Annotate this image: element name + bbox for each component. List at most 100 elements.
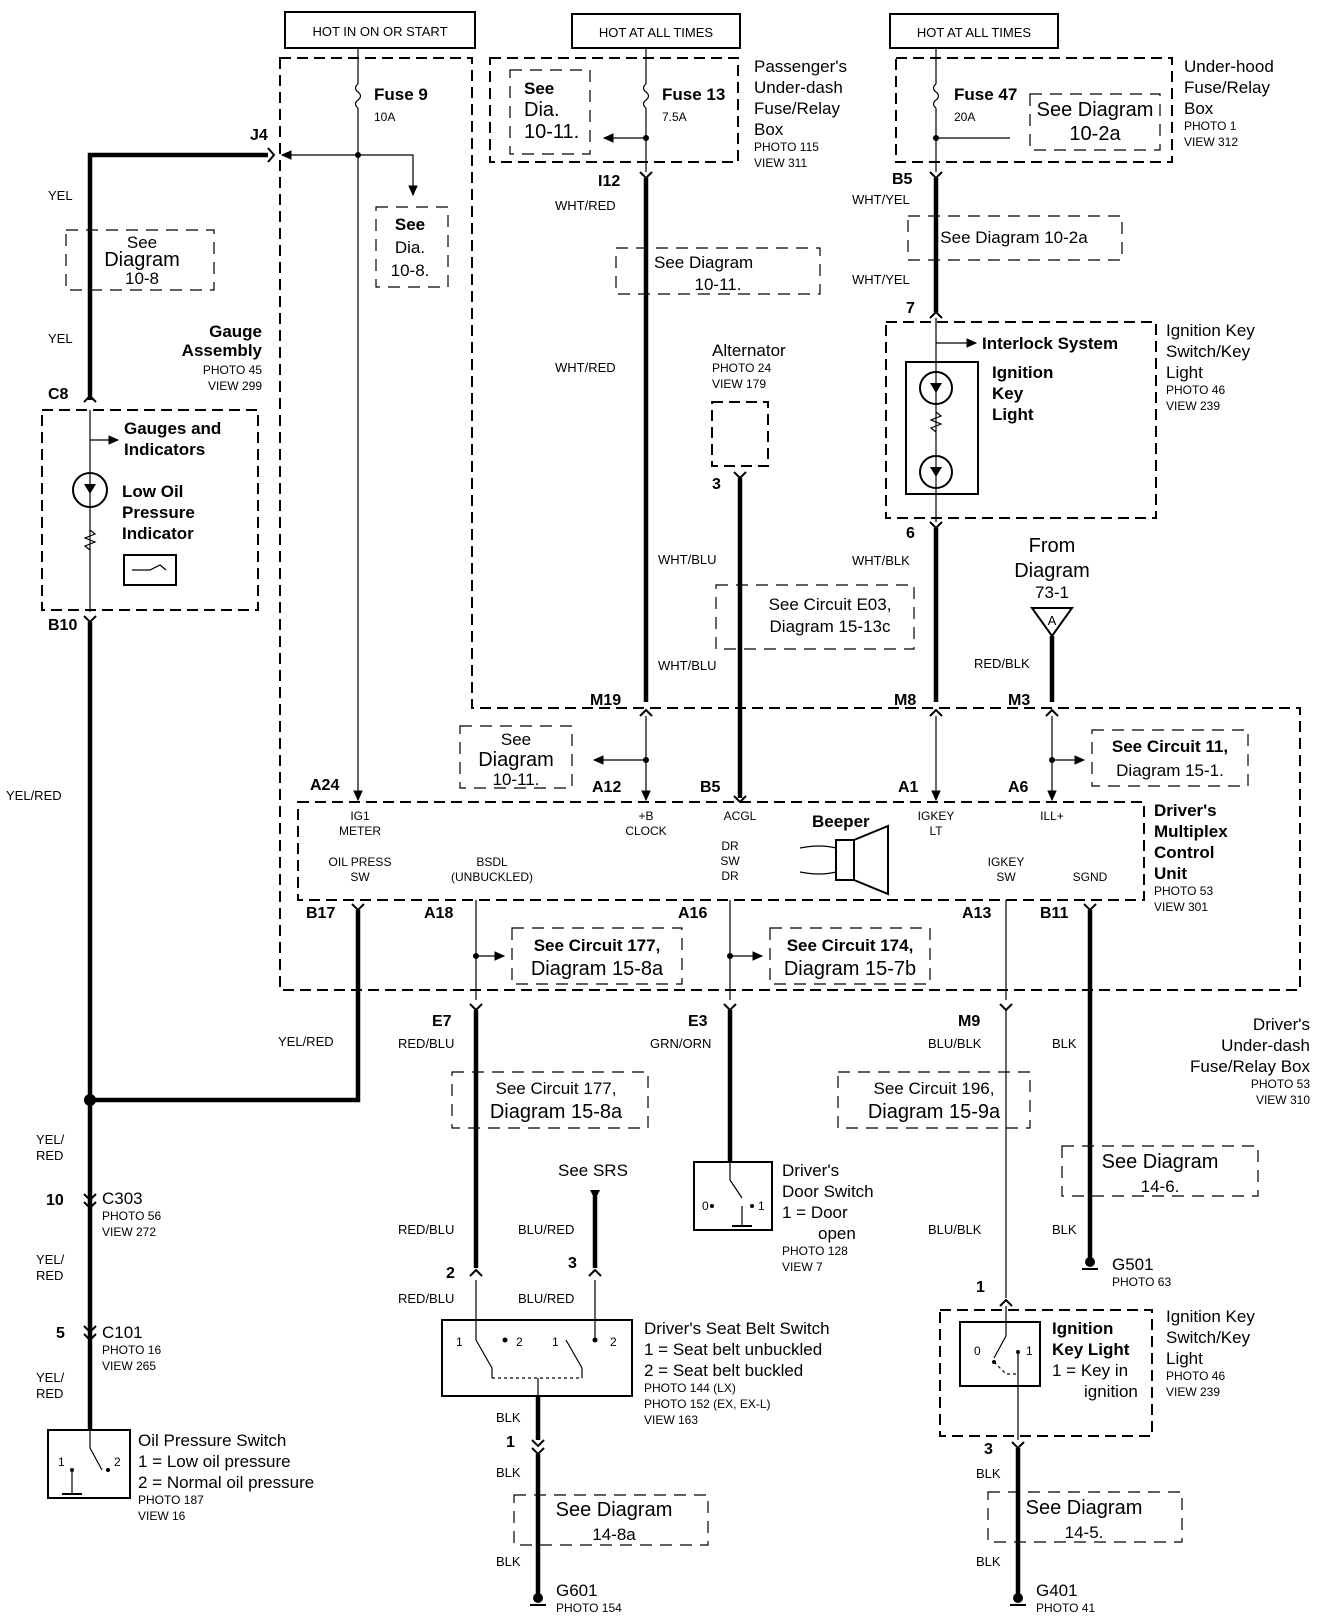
pass-box-label: Fuse/Relay bbox=[754, 99, 840, 118]
see-diagram-14-6: See Diagram 14-6. bbox=[1061, 1145, 1259, 1197]
from-diagram-label: Diagram bbox=[1014, 560, 1090, 582]
wire-label: YEL/ bbox=[36, 1370, 65, 1385]
door-photo: PHOTO 128 bbox=[782, 1244, 848, 1258]
see-diagram-14-8a: See Diagram 14-8a bbox=[513, 1494, 709, 1546]
see-dia-10-8-small: See Dia. 10-8. bbox=[375, 206, 449, 288]
fuse-9-amp: 10A bbox=[374, 110, 395, 124]
svg-text:Diagram 15-7b: Diagram 15-7b bbox=[784, 958, 916, 980]
mcu-terminal: CLOCK bbox=[625, 824, 666, 838]
sb-terminal: 1 bbox=[456, 1335, 463, 1349]
under-hood-fuse-box bbox=[895, 57, 1173, 163]
hot-at-all-times-label-1: HOT AT ALL TIMES bbox=[571, 13, 741, 49]
svg-text:10-8: 10-8 bbox=[125, 269, 159, 288]
gauge-assembly-box bbox=[41, 409, 259, 611]
c101-photo: PHOTO 16 bbox=[102, 1343, 161, 1357]
hot-in-on-start-label: HOT IN ON OR START bbox=[284, 11, 476, 49]
c303-view: VIEW 272 bbox=[102, 1225, 156, 1239]
fuse-13-label: Fuse 13 bbox=[662, 85, 725, 104]
svg-text:14-8a: 14-8a bbox=[592, 1525, 636, 1544]
connector-c101: C101 bbox=[102, 1323, 143, 1342]
gauge-photo: PHOTO 45 bbox=[203, 363, 262, 377]
pin-a1: A1 bbox=[898, 779, 919, 796]
ref-text: See bbox=[524, 79, 554, 98]
see-circuit-e03: See Circuit E03, Diagram 15-13c bbox=[715, 584, 915, 650]
door-label: open bbox=[818, 1224, 856, 1243]
wire-label: YEL/RED bbox=[278, 1034, 334, 1049]
pin-m3: M3 bbox=[1008, 692, 1030, 709]
see-circuit-196: See Circuit 196, Diagram 15-9a bbox=[837, 1071, 1031, 1129]
hot-at-all-times-label-2: HOT AT ALL TIMES bbox=[889, 13, 1059, 49]
mcu-terminal: (UNBUCKLED) bbox=[451, 870, 533, 884]
c303-photo: PHOTO 56 bbox=[102, 1209, 161, 1223]
ground-icon bbox=[1085, 1257, 1095, 1267]
mcu-terminal: METER bbox=[339, 824, 381, 838]
wire-label: BLK bbox=[976, 1466, 1001, 1481]
interlock-label: Interlock System bbox=[982, 334, 1118, 353]
wire-label: BLK bbox=[976, 1554, 1001, 1569]
ign-light-label: Light bbox=[992, 405, 1034, 424]
wire-label: BLK bbox=[1052, 1036, 1077, 1051]
ign-light-label: Key bbox=[992, 384, 1024, 403]
c101-view: VIEW 265 bbox=[102, 1359, 156, 1373]
ign-sw-title: Light bbox=[1166, 1349, 1203, 1368]
see-diagram-14-5: See Diagram 14-5. bbox=[987, 1491, 1183, 1543]
mcu-label: Control bbox=[1154, 843, 1214, 862]
ops-label: Oil Pressure Switch bbox=[138, 1431, 286, 1450]
beeper-label: Beeper bbox=[812, 812, 870, 831]
wire-label: YEL/RED bbox=[6, 788, 62, 803]
alternator-box bbox=[711, 401, 769, 467]
gauges-label: Gauges and bbox=[124, 419, 221, 438]
wire-yel bbox=[87, 152, 268, 400]
led-icon bbox=[919, 455, 953, 489]
mcu-terminal: IGKEY bbox=[988, 855, 1025, 869]
svg-text:See Circuit 11,: See Circuit 11, bbox=[1112, 737, 1228, 756]
splice-point bbox=[84, 1094, 96, 1106]
see-diagram-10-2a: See Diagram 10-2a bbox=[907, 215, 1123, 261]
low-oil-label: Pressure bbox=[122, 503, 195, 522]
pin-a24: A24 bbox=[310, 777, 339, 794]
pass-box-label: Passenger's bbox=[754, 57, 847, 76]
drv-box-label: Fuse/Relay Box bbox=[1190, 1057, 1310, 1076]
connector-flag-icon bbox=[1030, 607, 1074, 638]
see-circuit-174: See Circuit 174, Diagram 15-7b bbox=[769, 927, 931, 985]
ignition-switch-inner bbox=[959, 1321, 1041, 1387]
mcu-label: Unit bbox=[1154, 864, 1187, 883]
pin-a6: A6 bbox=[1008, 779, 1029, 796]
ign-sw-label: Key Light bbox=[1052, 1340, 1130, 1359]
ops-terminal: 1 bbox=[58, 1455, 65, 1469]
wire-label: BLK bbox=[496, 1554, 521, 1569]
mcu-terminal: IG1 bbox=[350, 809, 370, 823]
svg-text:See: See bbox=[395, 215, 425, 234]
pin-a18: A18 bbox=[424, 905, 453, 922]
alternator-photo: PHOTO 24 bbox=[712, 361, 771, 375]
see-dia-10-11-box bbox=[509, 69, 591, 155]
ign-light-title: Light bbox=[1166, 363, 1203, 382]
fuse-47-icon bbox=[932, 83, 940, 109]
ign-sw-title: Ignition Key bbox=[1166, 1307, 1255, 1326]
from-diagram-label: 73-1 bbox=[1035, 583, 1069, 602]
seat-belt-photo: PHOTO 144 (LX) bbox=[644, 1381, 736, 1395]
sb-terminal: 2 bbox=[610, 1335, 617, 1349]
svg-text:See Diagram: See Diagram bbox=[1102, 1151, 1219, 1173]
svg-text:Diagram 15-8a: Diagram 15-8a bbox=[531, 958, 664, 980]
ref-text: 10-11. bbox=[524, 121, 579, 143]
wire-label: YEL bbox=[48, 331, 73, 346]
svg-text:10-8.: 10-8. bbox=[391, 261, 430, 280]
svg-text:Diagram: Diagram bbox=[104, 249, 180, 271]
pin-b10: B10 bbox=[48, 617, 77, 634]
wire-label: YEL bbox=[48, 188, 73, 203]
wire-label: WHT/BLU bbox=[658, 552, 717, 567]
led-icon bbox=[919, 371, 953, 405]
ign-light-title: Switch/Key bbox=[1166, 342, 1251, 361]
pin-c8: C8 bbox=[48, 386, 69, 403]
seat-belt-switch bbox=[441, 1319, 633, 1397]
see-circuit-11: See Circuit 11, Diagram 15-1. bbox=[1091, 729, 1249, 787]
drv-box-view: VIEW 310 bbox=[1256, 1093, 1310, 1107]
wire-label: WHT/RED bbox=[555, 360, 616, 375]
svg-text:See Circuit 177,: See Circuit 177, bbox=[496, 1079, 617, 1098]
wire-label: BLU/RED bbox=[518, 1222, 574, 1237]
svg-text:HOT AT ALL TIMES: HOT AT ALL TIMES bbox=[917, 25, 1031, 40]
mcu-terminal: BSDL bbox=[476, 855, 508, 869]
fuse-47-label: Fuse 47 bbox=[954, 85, 1017, 104]
fuse-13-icon bbox=[642, 83, 650, 109]
